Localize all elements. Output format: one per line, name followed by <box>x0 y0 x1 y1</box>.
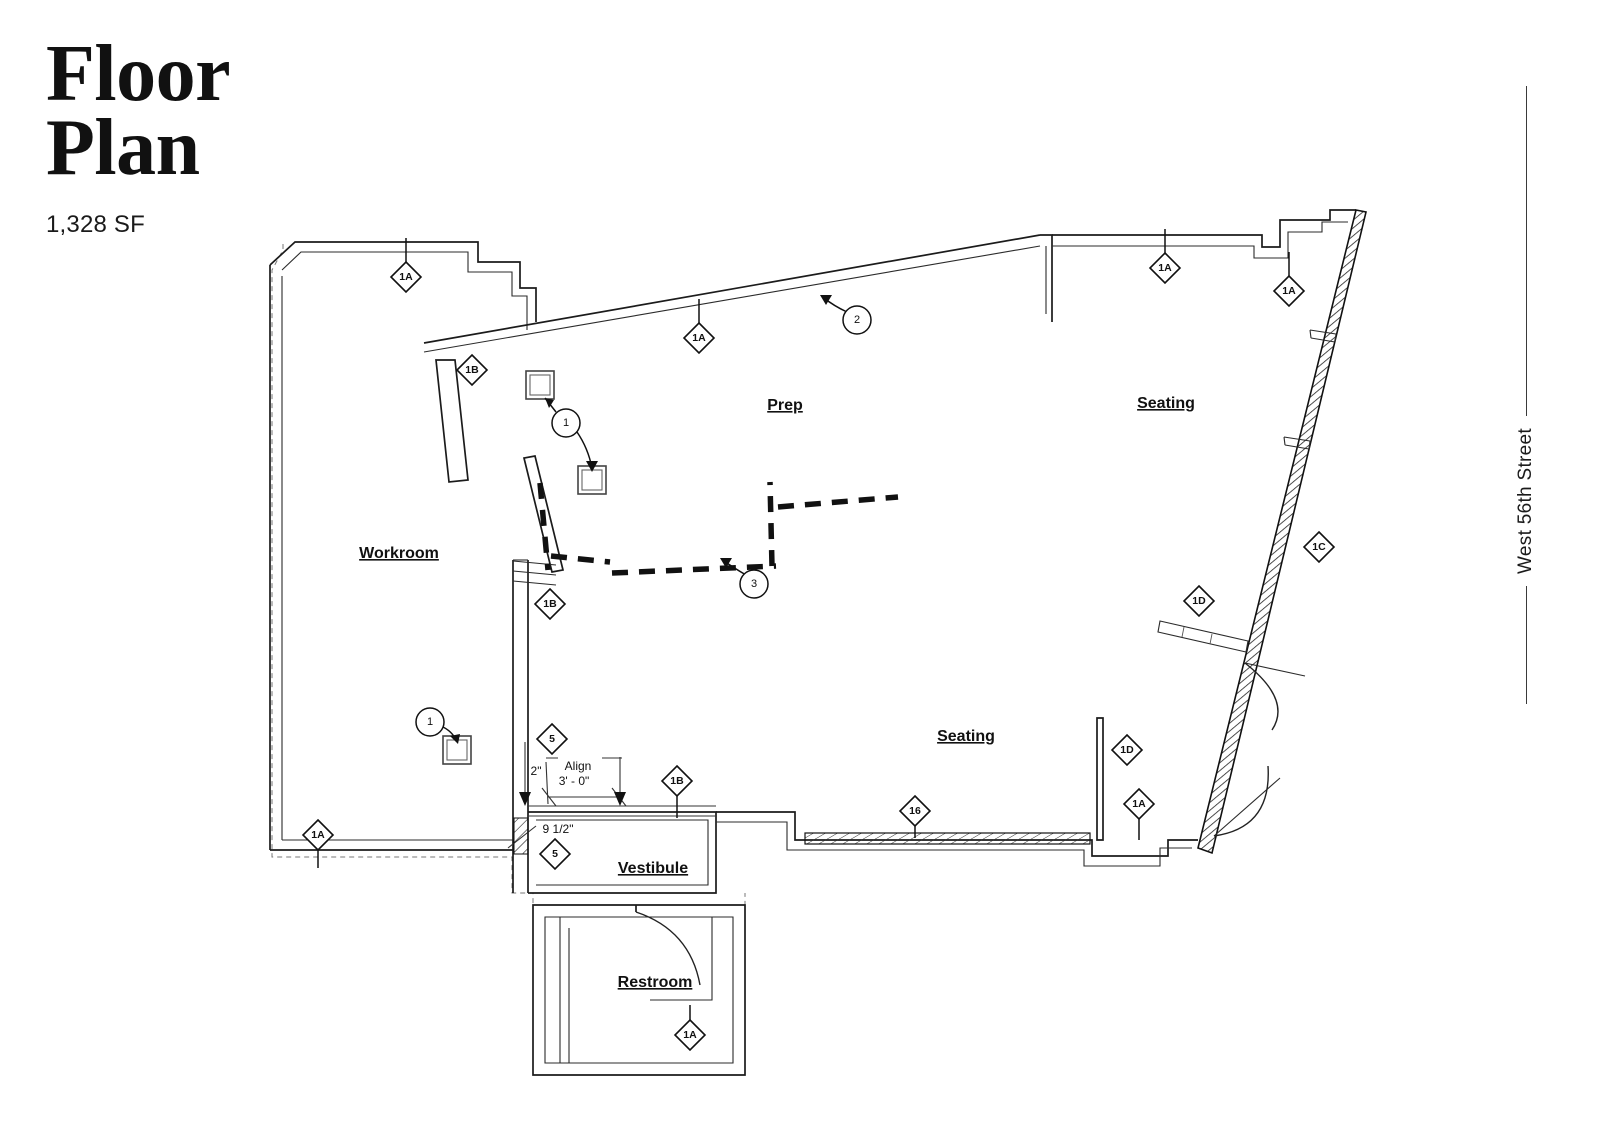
room-label-restroom: Restroom <box>618 974 693 991</box>
keynotes-group: 1 1 2 3 <box>415 305 872 737</box>
page-title: Floor Plan <box>46 30 231 192</box>
dimension-three-ft: 3' - 0" <box>559 774 590 788</box>
tag-16-seating[interactable]: 16 <box>898 794 932 838</box>
room-label-seating-upper: Seating <box>1137 395 1195 412</box>
keynote-leaders <box>440 295 848 744</box>
banquette-wall <box>804 832 1091 845</box>
dashed-partitions <box>537 481 899 576</box>
tag-label: 5 <box>552 848 558 860</box>
tag-label: 1B <box>465 364 479 376</box>
street-facade-wall <box>1197 209 1367 855</box>
tag-label: 1B <box>543 598 557 610</box>
tag-1a-top-left[interactable]: 1A <box>389 238 423 294</box>
keynote-label: 1 <box>563 417 569 429</box>
tag-label: 1D <box>1192 595 1206 607</box>
keynote-label: 2 <box>854 314 860 326</box>
tag-1c-street[interactable]: 1C <box>1302 530 1336 564</box>
tag-1d-seating[interactable]: 1D <box>1110 733 1144 767</box>
room-label-workroom: Workroom <box>359 545 439 562</box>
tag-1b-upper-left[interactable]: 1B <box>455 353 489 387</box>
street-rule-top-divider <box>1525 86 1527 416</box>
tag-1a-seating[interactable]: 1A <box>1122 787 1156 840</box>
dimension-align: Align <box>565 759 592 773</box>
window-assembly <box>1157 620 1249 653</box>
tag-label: 5 <box>549 733 555 745</box>
keynote-label: 1 <box>427 716 433 728</box>
tag-label: 1A <box>399 271 413 283</box>
title-block: Floor Plan 1,328 SF <box>46 30 386 239</box>
tag-1a-top-far[interactable]: 1A <box>1272 252 1306 308</box>
dimension-two-in: 2" <box>531 764 542 778</box>
street-rule-bottom-divider <box>1525 585 1527 704</box>
tag-1a-restroom[interactable]: 1A <box>673 1005 707 1052</box>
tag-label: 1A <box>683 1029 697 1041</box>
exterior-walls <box>269 209 1356 851</box>
tag-label: 1D <box>1120 744 1134 756</box>
tag-1b-mid-left[interactable]: 1B <box>533 587 567 621</box>
keynote-1-lower[interactable]: 1 <box>415 707 445 737</box>
dimension-strings <box>507 742 716 855</box>
tag-label: 1B <box>670 775 684 787</box>
tag-label: 1A <box>1158 262 1172 274</box>
tag-5-upper[interactable]: 5 <box>535 722 569 756</box>
tag-1d-window[interactable]: 1D <box>1182 584 1216 618</box>
keynote-3[interactable]: 3 <box>739 569 769 599</box>
area-subtitle: 1,328 SF <box>46 211 145 239</box>
tag-1a-top-right[interactable]: 1A <box>1148 229 1182 285</box>
keynote-1-upper[interactable]: 1 <box>551 408 581 438</box>
tag-1a-lower-left[interactable]: 1A <box>301 818 335 868</box>
tag-5-lower[interactable]: 5 <box>538 837 572 871</box>
room-label-vestibule: Vestibule <box>618 860 688 877</box>
keynote-label: 3 <box>751 578 757 590</box>
column <box>525 370 555 400</box>
street-label: West 56th Street <box>1496 86 1556 726</box>
tag-label: 1C <box>1312 541 1326 553</box>
room-label-prep: Prep <box>767 397 803 414</box>
tag-label: 1A <box>692 332 706 344</box>
columns-group <box>442 370 607 765</box>
outline-dashed-boundary <box>271 244 746 1076</box>
interior-walls <box>435 359 1249 1076</box>
tag-1b-vestibule[interactable]: 1B <box>660 764 694 818</box>
keynote-2[interactable]: 2 <box>842 305 872 335</box>
tag-label: 1A <box>1132 798 1146 810</box>
tag-label: 1A <box>1282 285 1296 297</box>
dimension-nine-half: 9 1/2" <box>543 822 574 836</box>
tag-1a-top-mid[interactable]: 1A <box>682 299 716 355</box>
tag-label: 1A <box>311 829 325 841</box>
room-label-seating-lower: Seating <box>937 728 995 745</box>
tag-label: 16 <box>909 805 921 817</box>
diamond-tags-group: 1A 1A 1A 1A 1B 1B 1A 1B 16 1D 1A 1C 1D 1A 5 5 <box>301 229 1336 1052</box>
